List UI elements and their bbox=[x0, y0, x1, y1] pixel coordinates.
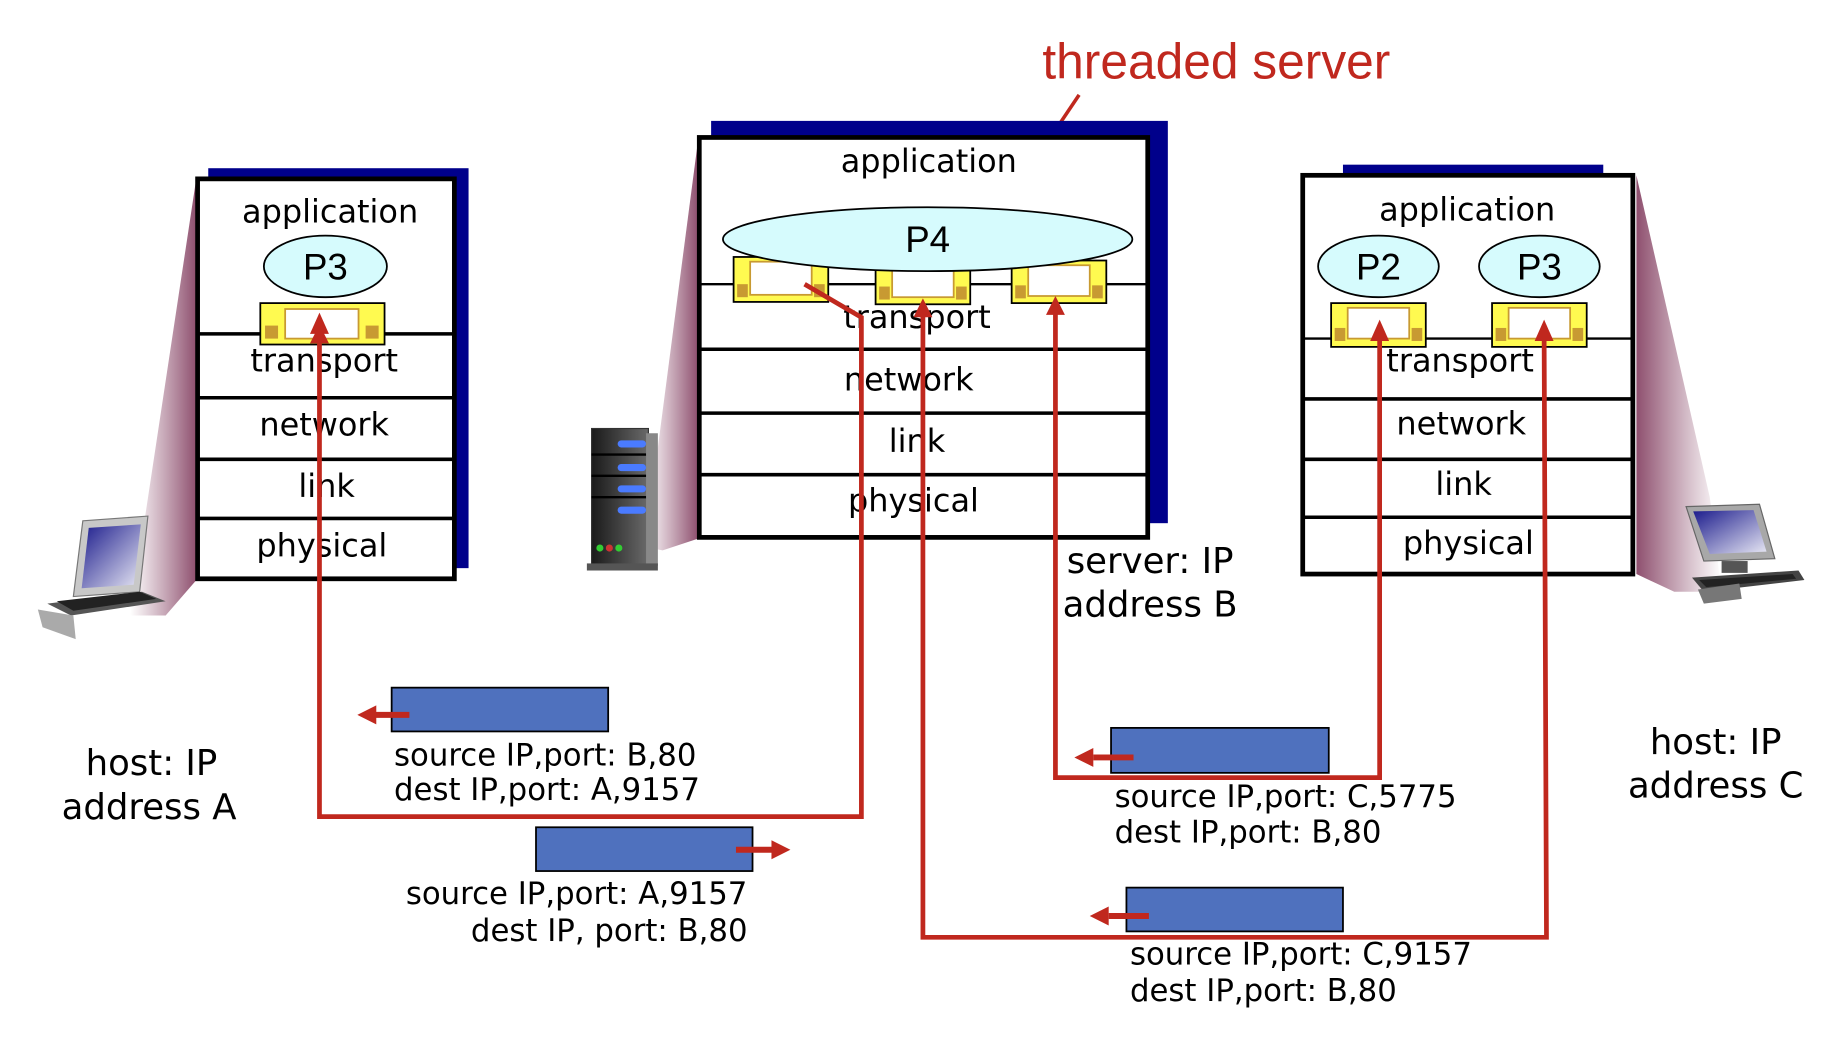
socket-icon bbox=[1010, 259, 1108, 304]
segment-dest: dest IP,port: A,9157 bbox=[394, 772, 700, 808]
segment-dest: dest IP,port: B,80 bbox=[1130, 973, 1397, 1009]
flow-path-a-b bbox=[310, 282, 864, 819]
layer-application: application bbox=[242, 193, 418, 231]
segment-c5775-to-b: source IP,port: C,5775 dest IP,port: B,8… bbox=[1074, 726, 1457, 851]
diagram-title: threaded server bbox=[1042, 33, 1390, 89]
segment-dest: dest IP,port: B,80 bbox=[1115, 815, 1382, 851]
process-label: P4 bbox=[905, 219, 950, 260]
segment-dest: dest IP, port: B,80 bbox=[471, 913, 748, 949]
segment-packet bbox=[1110, 726, 1330, 774]
layer-network: network bbox=[844, 361, 974, 399]
layer-link: link bbox=[1435, 465, 1492, 503]
layer-transport: transport bbox=[1386, 342, 1534, 380]
layer-application: application bbox=[1379, 190, 1555, 228]
process-label: P2 bbox=[1356, 246, 1401, 287]
process-p3 bbox=[1478, 234, 1601, 299]
segment-source: source IP,port: A,9157 bbox=[406, 876, 748, 912]
segment-packet bbox=[535, 826, 754, 872]
server-icon bbox=[586, 427, 658, 571]
process-label: P3 bbox=[303, 246, 348, 287]
arrow-left-icon bbox=[357, 705, 377, 725]
flow-paths bbox=[310, 282, 1549, 940]
segment-source: source IP,port: C,9157 bbox=[1130, 937, 1472, 973]
arrow-left-icon bbox=[1089, 906, 1109, 926]
arrowhead-icon bbox=[1534, 319, 1554, 341]
host-a-label-line1: host: IP bbox=[86, 743, 218, 784]
segment-source: source IP,port: B,80 bbox=[394, 738, 696, 774]
arrow-right-icon bbox=[771, 840, 791, 860]
process-p2 bbox=[1317, 234, 1440, 299]
socket-icon bbox=[732, 256, 830, 303]
arrowhead-icon bbox=[310, 312, 329, 334]
socket-icon bbox=[259, 302, 386, 346]
layer-physical: physical bbox=[848, 481, 979, 519]
host-a-label-line2: address A bbox=[62, 787, 237, 828]
layer-transport: transport bbox=[250, 342, 398, 380]
host-c-shadow bbox=[1342, 164, 1604, 177]
host-c-beam bbox=[1636, 175, 1722, 592]
flow-path-c5775-b bbox=[1045, 296, 1383, 780]
server-b-label-line1: server: IP bbox=[1067, 541, 1234, 582]
server-b-label-line2: address B bbox=[1063, 585, 1238, 626]
process-p4 bbox=[722, 206, 1134, 273]
segment-packet bbox=[1125, 886, 1344, 933]
host-a-beam bbox=[130, 177, 197, 616]
layer-application: application bbox=[841, 142, 1017, 180]
layer-network: network bbox=[1396, 404, 1526, 442]
server-b: application transport network link physi… bbox=[586, 120, 1238, 626]
desktop-computer-icon bbox=[1685, 503, 1805, 604]
layer-physical: physical bbox=[1403, 524, 1534, 562]
segment-b-to-a: source IP,port: B,80 dest IP,port: A,915… bbox=[357, 686, 700, 808]
host-c: application transport network link physi… bbox=[1300, 164, 1805, 807]
segment-packet bbox=[390, 686, 610, 733]
segment-a-to-b: source IP,port: A,9157 dest IP, port: B,… bbox=[406, 826, 791, 949]
laptop-icon bbox=[37, 515, 166, 640]
process-label: P3 bbox=[1517, 246, 1562, 287]
layer-link: link bbox=[298, 467, 355, 505]
segment-source: source IP,port: C,5775 bbox=[1115, 779, 1457, 815]
arrowhead-icon bbox=[1370, 319, 1390, 341]
arrow-left-icon bbox=[1074, 747, 1094, 767]
host-a: application transport network link physi… bbox=[37, 168, 469, 828]
host-c-label-line2: address C bbox=[1628, 766, 1803, 807]
layer-network: network bbox=[259, 406, 389, 444]
process-p3 bbox=[262, 234, 388, 299]
segment-c9157-to-b: source IP,port: C,9157 dest IP,port: B,8… bbox=[1089, 886, 1472, 1009]
layer-link: link bbox=[889, 422, 946, 460]
server-b-beam bbox=[644, 139, 699, 551]
flow-path-c9157-b bbox=[913, 298, 1549, 940]
host-c-label-line1: host: IP bbox=[1650, 722, 1782, 763]
